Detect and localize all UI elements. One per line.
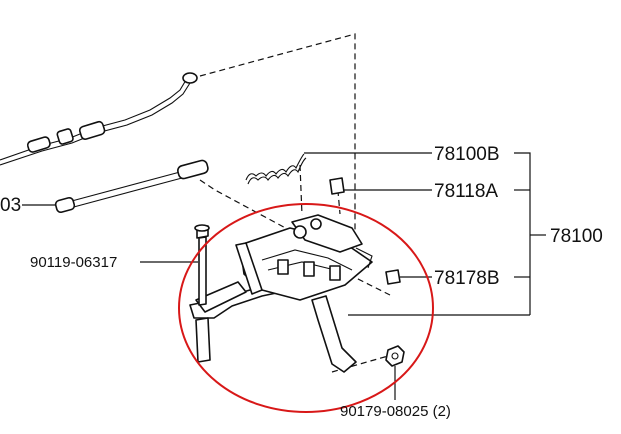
label-90179-08025: 90179-08025 (2) bbox=[340, 403, 451, 420]
label-78118a: 78118A bbox=[434, 181, 498, 202]
nut-90179 bbox=[385, 345, 405, 367]
throttle-link-rod bbox=[54, 159, 209, 214]
label-78100b: 78100B bbox=[434, 144, 500, 165]
label-left-partial: 03 bbox=[0, 195, 21, 216]
accelerator-cable bbox=[0, 72, 198, 166]
leader-lines bbox=[22, 152, 546, 400]
pedal-bracket-assembly bbox=[189, 214, 373, 373]
return-spring bbox=[245, 153, 307, 185]
label-78100: 78100 bbox=[550, 226, 603, 247]
bolt-90119 bbox=[194, 224, 211, 363]
clip-78178b bbox=[385, 269, 401, 285]
clip-78118a bbox=[329, 177, 345, 195]
assembly-guide-lines bbox=[199, 33, 391, 373]
label-78178b: 78178B bbox=[434, 268, 500, 289]
label-90119-06317: 90119-06317 bbox=[30, 254, 117, 271]
highlight-circle bbox=[178, 203, 434, 413]
